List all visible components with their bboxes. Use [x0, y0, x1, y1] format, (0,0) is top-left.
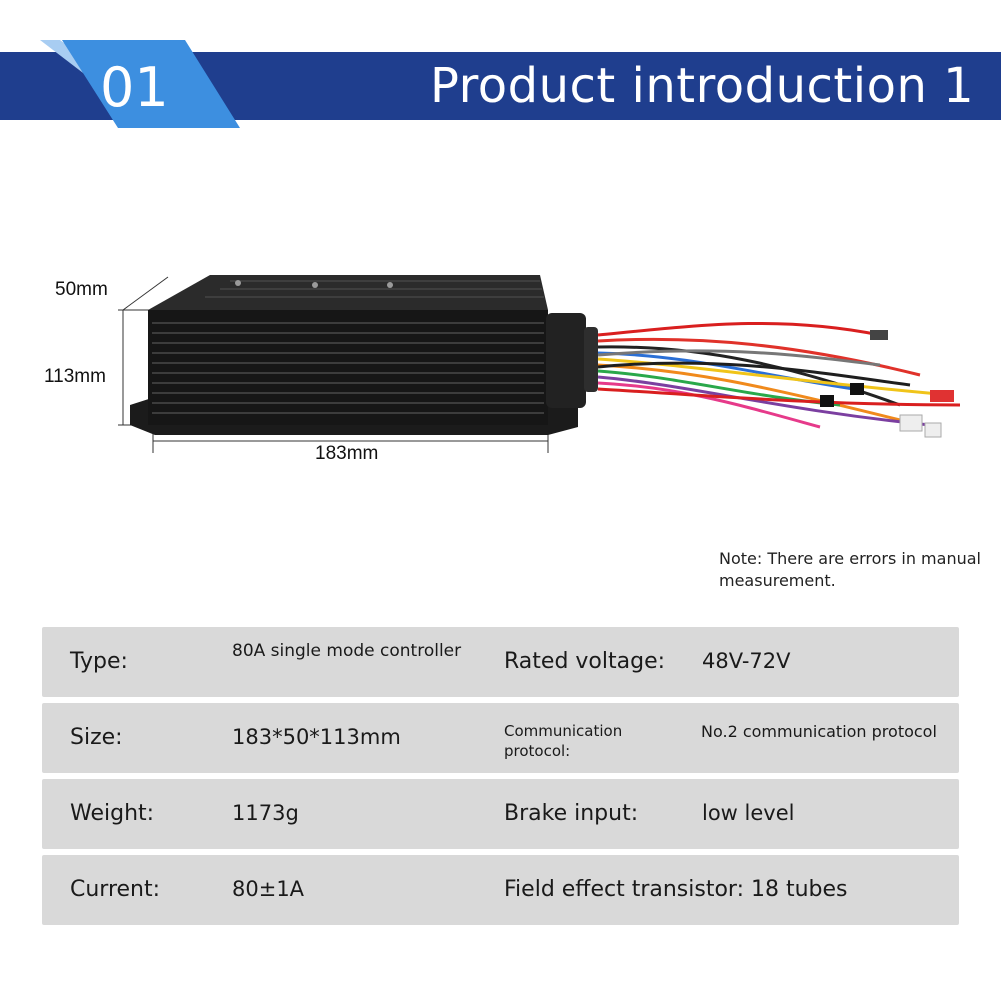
spec-label: Current:: [70, 877, 161, 902]
spec-value: 80A single mode controller: [232, 641, 462, 661]
spec-label-2: Communication protocol:: [504, 722, 623, 760]
measurement-note: Note: There are errors in manual measure…: [719, 549, 981, 590]
depth-label: 50mm: [55, 279, 108, 300]
motor-controller-image: [118, 275, 961, 453]
section-number: 01: [100, 56, 169, 119]
spec-label-2: Field effect transistor: 18 tubes: [504, 877, 848, 902]
length-label: 183mm: [315, 443, 379, 464]
spec-value-2: 48V-72V: [702, 649, 791, 673]
banner-graphic: [0, 40, 1001, 128]
spec-value-2: No.2 communication protocol: [701, 722, 937, 741]
spec-label-2: Brake input:: [504, 801, 639, 826]
spec-value-2: low level: [702, 801, 795, 825]
header-banner: 01 Product introduction 1: [0, 0, 1001, 140]
spec-row-weight: Weight: 1173g Brake input: low level: [42, 779, 959, 849]
spec-label: Type:: [70, 649, 128, 674]
spec-value: 1173g: [232, 801, 299, 825]
spec-row-type: Type: 80A single mode controller Rated v…: [42, 627, 959, 697]
spec-value: 80±1A: [232, 877, 305, 901]
spec-label: Weight:: [70, 801, 155, 826]
spec-row-current: Current: 80±1A Field effect transistor: …: [42, 855, 959, 925]
height-label: 113mm: [44, 366, 106, 387]
spec-label-2: Rated voltage:: [504, 649, 666, 674]
spec-label: Size:: [70, 725, 123, 750]
page-title: Product introduction 1: [430, 58, 975, 114]
product-illustration: 50mm 113mm 183mm: [0, 255, 1001, 485]
spec-row-size: Size: 183*50*113mm Communication protoco…: [42, 703, 959, 773]
spec-value: 183*50*113mm: [232, 725, 401, 749]
